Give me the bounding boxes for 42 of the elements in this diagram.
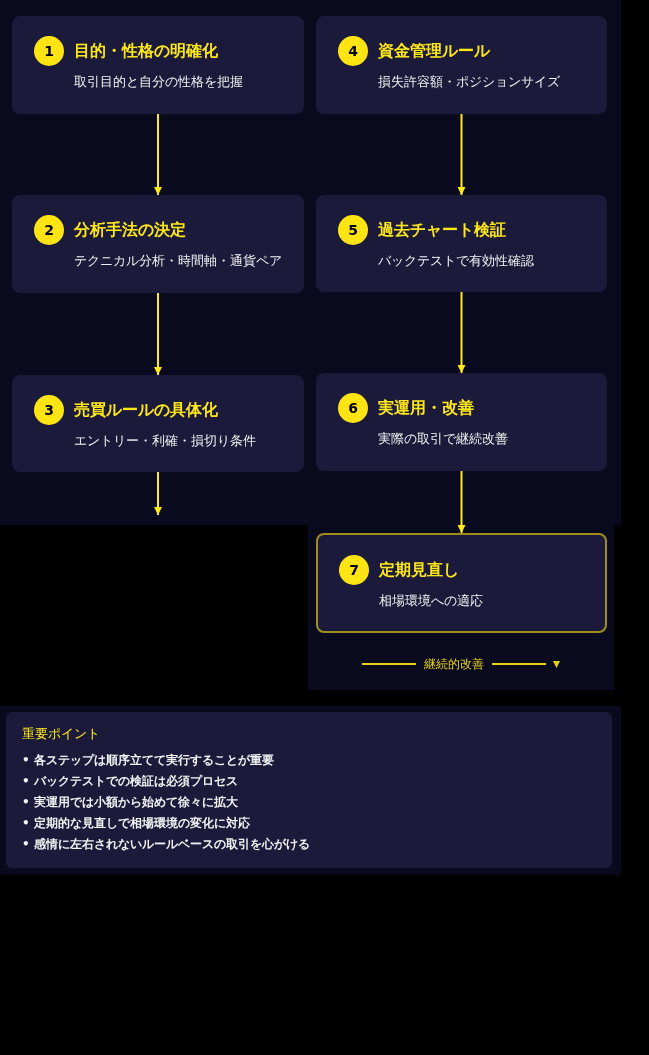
bullet-item: • 感情に左右されないルールベースの取引を心がける bbox=[22, 836, 310, 853]
bullet-item: • 各ステップは順序立てて実行することが重要 bbox=[22, 752, 274, 769]
note-card bbox=[6, 712, 612, 868]
step-card bbox=[12, 195, 304, 293]
step-card bbox=[316, 195, 607, 292]
step-description: 取引目的と自分の性格を把握 bbox=[74, 73, 243, 91]
step-number: 4 bbox=[338, 36, 368, 66]
step-description: 実際の取引で継続改善 bbox=[378, 430, 508, 448]
step-card bbox=[12, 16, 304, 114]
bullet-item: • 実運用では小額から始めて徐々に拡大 bbox=[22, 794, 238, 811]
step-title: 売買ルールの具体化 bbox=[74, 400, 218, 420]
step-description: テクニカル分析・時間軸・通貨ペア bbox=[74, 252, 282, 270]
label-text: 継続的改善 bbox=[424, 656, 484, 673]
arrow bbox=[154, 113, 162, 196]
step-number: 5 bbox=[338, 215, 368, 245]
step-description: 相場環境への適応 bbox=[379, 592, 483, 610]
arrow bbox=[154, 292, 162, 376]
step-card bbox=[12, 375, 304, 472]
step-card bbox=[316, 16, 607, 114]
step-description: バックテストで有効性確認 bbox=[378, 252, 534, 270]
arrow bbox=[457, 113, 466, 196]
step-title: 資金管理ルール bbox=[378, 41, 490, 61]
arrow bbox=[457, 291, 466, 374]
step-card bbox=[316, 533, 607, 633]
step-number: 1 bbox=[34, 36, 64, 66]
bullet-item: • バックテストでの検証は必須プロセス bbox=[22, 773, 238, 790]
step-title: 分析手法の決定 bbox=[74, 220, 186, 240]
step-card bbox=[316, 373, 607, 471]
step-description: 損失許容額・ポジションサイズ bbox=[378, 73, 560, 91]
step-number: 2 bbox=[34, 215, 64, 245]
step-number: 3 bbox=[34, 395, 64, 425]
step-title: 目的・性格の明確化 bbox=[74, 41, 218, 61]
step-title: 定期見直し bbox=[379, 560, 459, 580]
arrow bbox=[457, 470, 466, 534]
step-number: 7 bbox=[339, 555, 369, 585]
step-description: エントリー・利確・損切り条件 bbox=[74, 432, 256, 450]
step-title: 実運用・改善 bbox=[378, 398, 474, 418]
step-title: 過去チャート検証 bbox=[378, 220, 506, 240]
arrow bbox=[154, 471, 162, 516]
section-heading: 重要ポイント bbox=[22, 725, 100, 743]
bullet-item: • 定期的な見直しで相場環境の変化に対応 bbox=[22, 815, 250, 832]
step-number: 6 bbox=[338, 393, 368, 423]
